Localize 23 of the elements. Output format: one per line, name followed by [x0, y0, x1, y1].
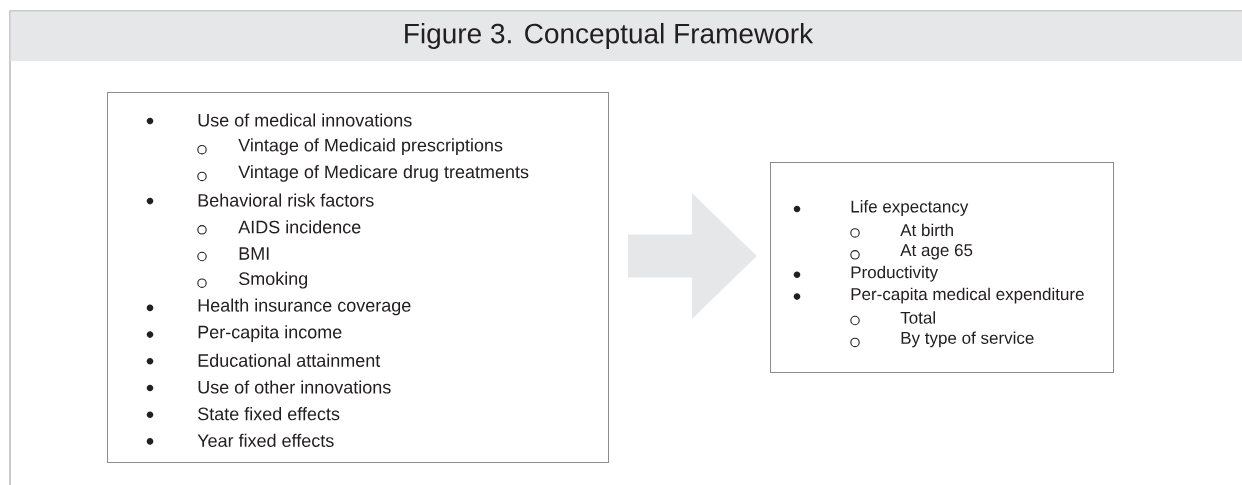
header-band: Figure 3. Conceptual Framework [10, 11, 1242, 61]
list-item: Per-capita medical expenditure [851, 287, 1084, 304]
list-item: Life expectancy [851, 200, 969, 216]
list-item: Vintage of Medicaid prescriptions [238, 138, 503, 156]
list-item: Productivity [851, 265, 939, 282]
list-item: Use of other innovations [198, 380, 391, 394]
list-item: By type of service [901, 331, 1034, 348]
list-item: Vintage of Medicare drug treatments [238, 165, 529, 182]
list-item: Total [900, 311, 935, 324]
list-item: At age 65 [900, 244, 973, 260]
list-item: AIDS incidence [238, 220, 361, 234]
list-item: Per-capita income [198, 325, 342, 342]
list-item: Year fixed effects [197, 433, 334, 447]
list-item: State fixed effects [198, 407, 340, 421]
list-item: At birth [900, 223, 953, 237]
list-item: Educational attainment [198, 353, 381, 367]
list-item: BMI [239, 247, 269, 260]
list-item: Smoking [239, 271, 308, 289]
list-item: Behavioral risk factors [198, 193, 374, 207]
list-box [107, 92, 609, 463]
list-box [770, 162, 1114, 373]
list-item: Use of medical innovations [198, 113, 412, 127]
list-item: Health insurance coverage [198, 298, 411, 316]
